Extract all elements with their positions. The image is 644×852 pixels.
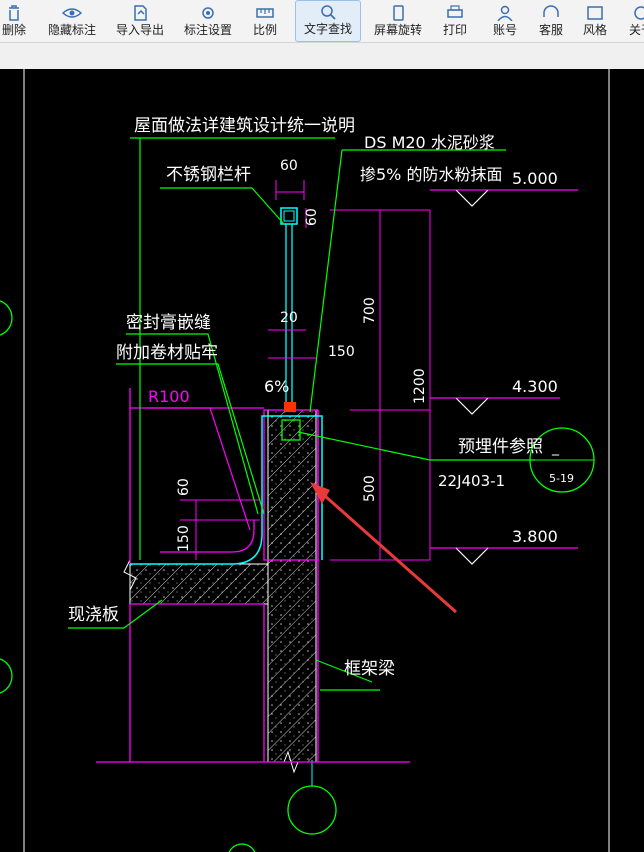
dim-60-left: 60 xyxy=(176,478,192,496)
grid-circle-left-bottom xyxy=(0,658,13,694)
elevation-3800: 3.800 xyxy=(512,527,558,546)
rotate-screen-button[interactable]: 屏幕旋转 xyxy=(370,0,426,42)
roof-note: 屋面做法详建筑设计统一说明 xyxy=(134,116,355,136)
railing-embed xyxy=(284,402,296,412)
mortar-line1: DS M20 水泥砂浆 xyxy=(364,133,495,152)
membrane-label: 附加卷材贴牢 xyxy=(116,343,218,363)
print-icon xyxy=(447,5,463,18)
waterproof-layer xyxy=(130,415,323,565)
cad-drawing-canvas[interactable]: 5.000 4.300 3.800 _ 5-19 屋面做法详建筑设计统一说明 不… xyxy=(0,69,644,852)
hide-annotations-button[interactable]: 隐藏标注 xyxy=(44,0,100,42)
detail-index-bottom: 5-19 xyxy=(549,472,574,485)
delete-button[interactable]: 删除 xyxy=(0,0,30,42)
style-label: 风格 xyxy=(582,23,607,37)
slab-concrete-hatch xyxy=(129,563,269,605)
about-icon xyxy=(634,6,644,20)
eye-icon xyxy=(61,8,83,18)
ribbon-band xyxy=(0,43,644,69)
railing-label: 不锈钢栏杆 xyxy=(166,165,251,185)
elevation-4300: 4.300 xyxy=(512,377,558,396)
rotate-screen-label: 屏幕旋转 xyxy=(373,23,422,37)
customer-service-label: 客服 xyxy=(538,23,563,37)
elevation-5000: 5.000 xyxy=(512,169,558,188)
dim-700: 700 xyxy=(362,297,378,324)
mortar-line2: 掺5% 的防水粉抹面 xyxy=(360,165,502,184)
settings-icon xyxy=(202,7,214,19)
dim-150-right: 150 xyxy=(328,344,355,360)
elevation-markers xyxy=(430,189,578,565)
grid-circle-left-top xyxy=(0,300,13,336)
dim-500: 500 xyxy=(362,475,378,502)
slab-break-mark xyxy=(123,559,137,591)
delete-icon xyxy=(9,5,19,21)
dim-60-top: 60 xyxy=(280,158,298,174)
dim-60-side: 60 xyxy=(304,208,320,226)
atlas-code: 22J403-1 xyxy=(438,472,505,490)
annotation-arrowhead xyxy=(310,482,330,504)
account-icon xyxy=(497,5,513,21)
scale-button[interactable]: 比例 xyxy=(248,0,282,42)
text-search-button[interactable]: 文字查找 xyxy=(295,0,361,42)
dim-150-left: 150 xyxy=(176,525,192,552)
print-label: 打印 xyxy=(442,23,467,37)
rotate-screen-icon xyxy=(393,5,404,21)
delete-label: 删除 xyxy=(1,23,26,37)
slab-label: 现浇板 xyxy=(68,605,119,625)
beam-label: 框架梁 xyxy=(344,659,395,679)
membrane-curve xyxy=(160,520,255,553)
account-button[interactable]: 账号 xyxy=(488,0,522,42)
detail-index-top: _ xyxy=(551,440,560,456)
sealant-label: 密封膏嵌缝 xyxy=(126,312,211,333)
annotation-settings-button[interactable]: 标注设置 xyxy=(180,0,236,42)
embed-label: 预埋件参照 xyxy=(458,437,543,457)
dimension-lines xyxy=(180,180,431,561)
leader-lines xyxy=(68,137,535,691)
dim-20: 20 xyxy=(280,310,298,326)
customer-service-button[interactable]: 客服 xyxy=(534,0,568,42)
railing-post-inner xyxy=(283,210,295,222)
radius-label: R100 xyxy=(148,387,190,406)
annotation-arrow xyxy=(315,486,457,614)
grid-circle-bottom-2 xyxy=(228,843,256,852)
r100-leader xyxy=(148,407,251,531)
text-search-label: 文字查找 xyxy=(303,22,352,36)
scale-icon xyxy=(256,8,274,18)
hide-annotations-label: 隐藏标注 xyxy=(47,23,96,37)
railing-post-top xyxy=(280,207,298,225)
toolbar: 删除 隐藏标注 导入导出 标注设置 比例 文字查找 屏幕旋转 打印 账号 客服 … xyxy=(0,0,644,43)
railing-base xyxy=(281,419,301,441)
print-button[interactable]: 打印 xyxy=(438,0,472,42)
account-label: 账号 xyxy=(492,23,517,37)
text-search-icon xyxy=(321,5,336,20)
dim-1200: 1200 xyxy=(412,368,428,404)
about-label: 关于 xyxy=(628,23,644,37)
style-button[interactable]: 风格 xyxy=(578,0,612,42)
headset-icon xyxy=(543,5,559,17)
import-export-icon xyxy=(134,5,147,21)
grid-circle-bottom xyxy=(287,785,337,835)
import-export-button[interactable]: 导入导出 xyxy=(112,0,168,42)
slope-label: 6% xyxy=(264,377,289,396)
beam-concrete-hatch xyxy=(267,409,317,763)
scale-label: 比例 xyxy=(252,23,277,37)
style-icon xyxy=(587,6,603,20)
import-export-label: 导入导出 xyxy=(115,23,164,37)
about-button[interactable]: 关于 xyxy=(624,0,644,42)
annotation-settings-label: 标注设置 xyxy=(183,23,232,37)
